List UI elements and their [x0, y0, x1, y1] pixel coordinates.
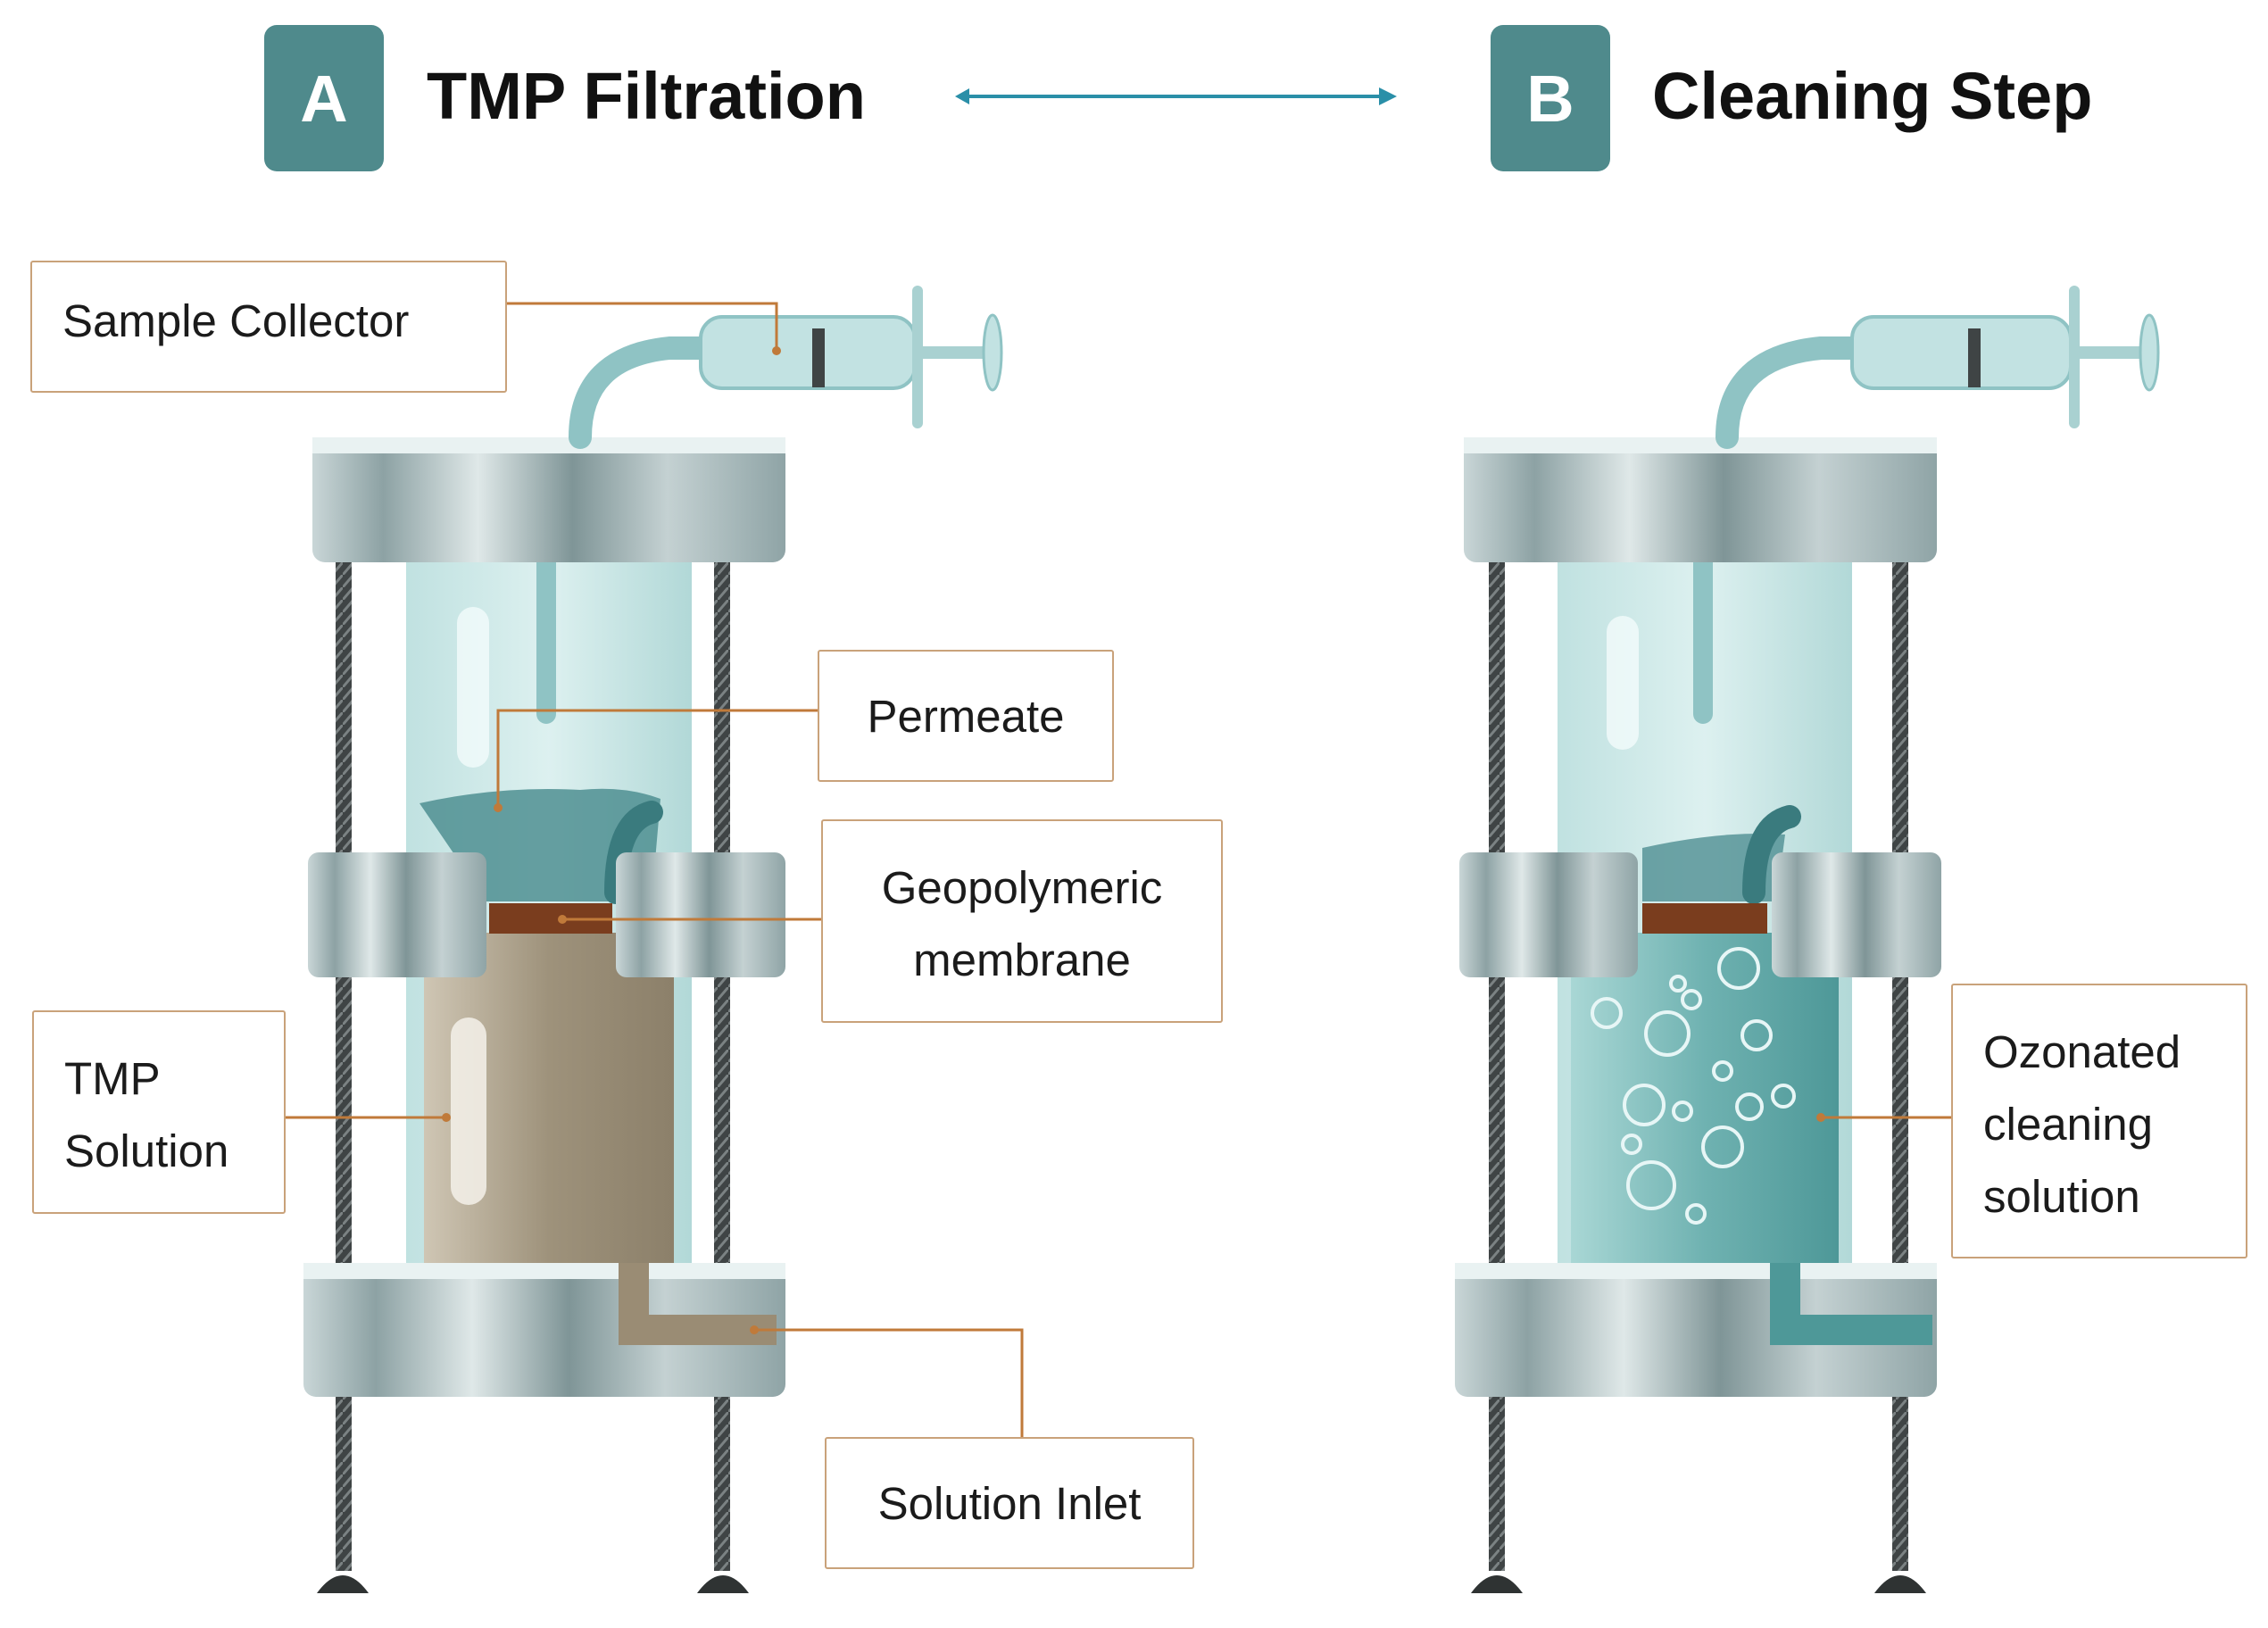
inlet-pipe	[1770, 1263, 1932, 1345]
label-sample-collector-text: Sample Collector	[62, 295, 410, 346]
label-permeate-text: Permeate	[867, 691, 1065, 742]
panel-a-badge: A	[264, 25, 384, 171]
top-flange	[1464, 437, 1937, 562]
support-rod	[336, 536, 352, 1571]
leader-dots	[442, 346, 1825, 1334]
middle-flange-left	[308, 852, 486, 977]
label-ozonated-cleaning-solution: Ozonated cleaning solution	[1951, 984, 2247, 1258]
membrane	[1642, 903, 1767, 934]
label-ozonated-line3: solution	[1983, 1171, 2140, 1222]
ozone-bubbles	[1591, 947, 1796, 1225]
label-membrane-line1: Geopolymeric	[881, 862, 1163, 913]
label-membrane-line2: membrane	[913, 934, 1131, 985]
label-tmp-line1: TMP	[64, 1053, 161, 1104]
leader-solution-inlet	[754, 1328, 1024, 1437]
support-rod	[1892, 536, 1908, 1571]
support-rod	[714, 536, 730, 1571]
label-ozonated-line2: cleaning	[1983, 1099, 2153, 1150]
support-rod	[1489, 536, 1505, 1571]
leader-sample-collector	[507, 302, 778, 351]
label-solution-inlet: Solution Inlet	[825, 1437, 1194, 1569]
inlet-pipe	[619, 1263, 777, 1345]
bottom-flange	[1455, 1263, 1937, 1397]
middle-flange-right	[616, 852, 785, 977]
rod-foot	[317, 1575, 369, 1593]
label-solution-inlet-text: Solution Inlet	[877, 1478, 1142, 1529]
panel-b-title: Cleaning Step	[1652, 59, 2093, 133]
middle-flange-left	[1459, 852, 1638, 977]
leader-permeate	[496, 709, 818, 808]
middle-flange-right	[1772, 852, 1941, 977]
syringe	[699, 315, 917, 390]
rod-foot	[1874, 1575, 1926, 1593]
rod-foot	[1471, 1575, 1523, 1593]
panel-a-title: TMP Filtration	[427, 59, 866, 133]
leader-lines	[286, 302, 1951, 1437]
cell-b	[1455, 286, 2160, 1593]
panel-b-badge: B	[1491, 25, 1610, 171]
top-flange	[312, 437, 785, 562]
label-tmp-solution: TMP Solution	[32, 1010, 286, 1214]
syringe	[1850, 315, 2073, 390]
rod-foot	[697, 1575, 749, 1593]
label-geopolymeric-membrane: Geopolymeric membrane	[821, 819, 1223, 1023]
label-sample-collector: Sample Collector	[30, 261, 507, 393]
label-permeate: Permeate	[818, 650, 1114, 782]
cell-a	[303, 286, 1003, 1593]
label-ozonated-line1: Ozonated	[1983, 1026, 2181, 1077]
header-double-arrow	[955, 87, 1397, 105]
label-tmp-line2: Solution	[64, 1125, 229, 1176]
bottom-flange	[303, 1263, 785, 1397]
